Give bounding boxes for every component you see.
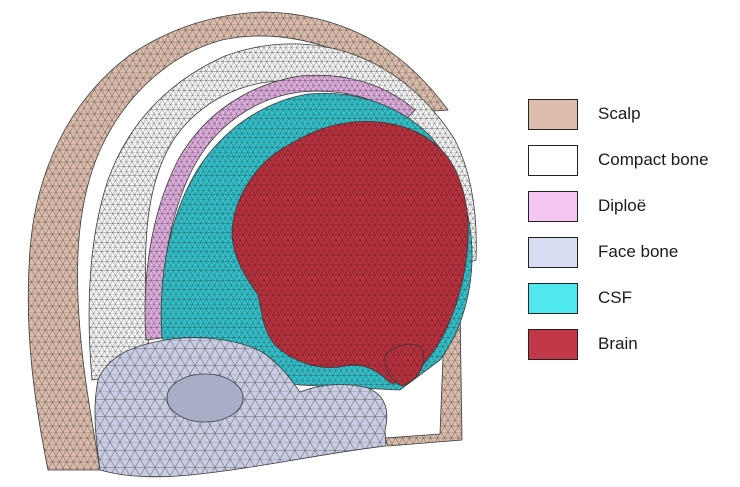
legend-item: Face bone: [528, 237, 733, 269]
legend-swatch: [528, 329, 578, 360]
legend-swatch: [528, 283, 578, 314]
legend-label: Brain: [598, 334, 638, 354]
legend-item: Diploë: [528, 191, 733, 223]
legend-item: CSF: [528, 283, 733, 315]
face-bone-cavity: [167, 374, 243, 422]
legend-label: Compact bone: [598, 150, 709, 170]
legend-label: Face bone: [598, 242, 678, 262]
legend-swatch: [528, 237, 578, 268]
legend-swatch: [528, 191, 578, 222]
legend-item: Compact bone: [528, 145, 733, 177]
legend-item: Scalp: [528, 99, 733, 131]
legend-item: Brain: [528, 329, 733, 361]
legend-swatch: [528, 99, 578, 130]
legend-label: Diploë: [598, 196, 646, 216]
legend-swatch: [528, 145, 578, 176]
legend-label: Scalp: [598, 104, 641, 124]
legend-label: CSF: [598, 288, 632, 308]
